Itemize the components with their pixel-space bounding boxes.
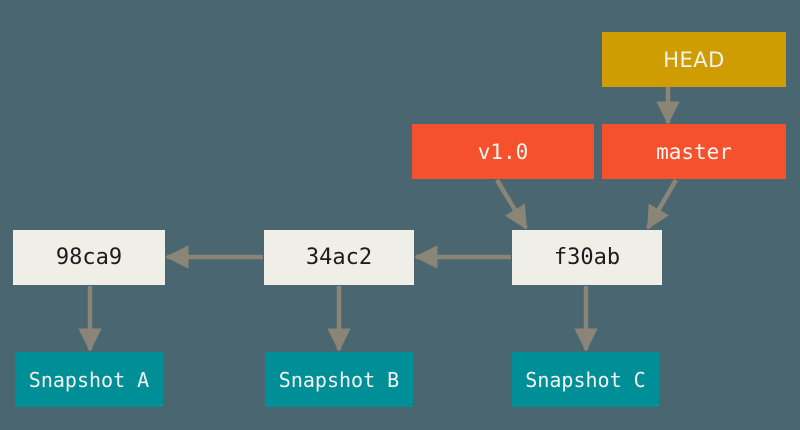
edge-master-to-f30ab bbox=[646, 178, 678, 230]
edge-v1-0-to-f30ab bbox=[495, 178, 528, 230]
node-tag-v1-0[interactable]: v1.0 bbox=[412, 124, 594, 179]
node-commit-34ac2[interactable]: 34ac2 bbox=[264, 230, 414, 285]
node-branch-master[interactable]: master bbox=[602, 124, 786, 179]
node-commit-98ca9[interactable]: 98ca9 bbox=[13, 230, 165, 285]
node-commit-f30ab[interactable]: f30ab bbox=[512, 230, 662, 285]
node-snapshot-b[interactable]: Snapshot B bbox=[265, 352, 413, 407]
node-snapshot-a[interactable]: Snapshot A bbox=[15, 352, 163, 407]
node-snapshot-c[interactable]: Snapshot C bbox=[512, 352, 659, 407]
node-head[interactable]: HEAD bbox=[602, 32, 786, 87]
